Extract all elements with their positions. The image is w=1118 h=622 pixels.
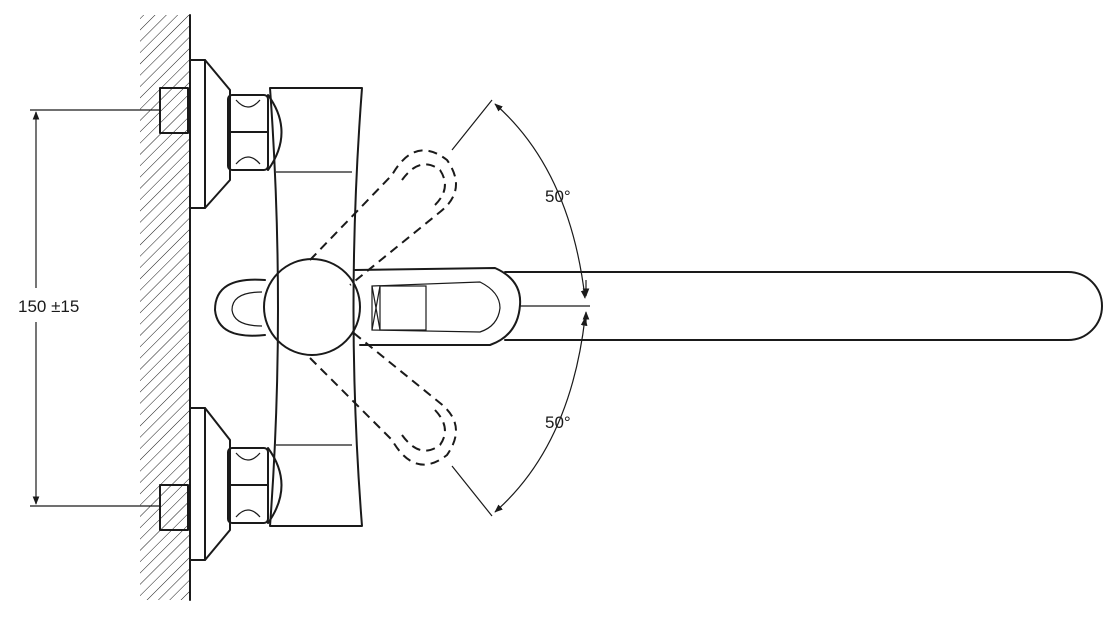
lever-handle	[354, 267, 522, 346]
center-distance-label: 150 ±15	[18, 297, 79, 316]
lower-eccentric-fitting	[159, 407, 283, 561]
angle-down-label: 50°	[545, 413, 571, 432]
angle-dimension-up: 50°	[451, 99, 588, 299]
spout	[504, 271, 1103, 341]
center-distance-dimension: 150 ±15	[18, 109, 160, 507]
mixer-body	[269, 87, 363, 527]
lever-knob	[214, 258, 361, 356]
upper-eccentric-fitting	[159, 59, 283, 209]
lever-down-position-dashed	[309, 329, 457, 466]
wall	[140, 14, 191, 601]
neutral-position-marks	[520, 280, 590, 326]
angle-up-label: 50°	[545, 187, 571, 206]
angle-dimension-down: 50°	[451, 317, 588, 517]
lever-up-position-dashed	[309, 149, 457, 286]
